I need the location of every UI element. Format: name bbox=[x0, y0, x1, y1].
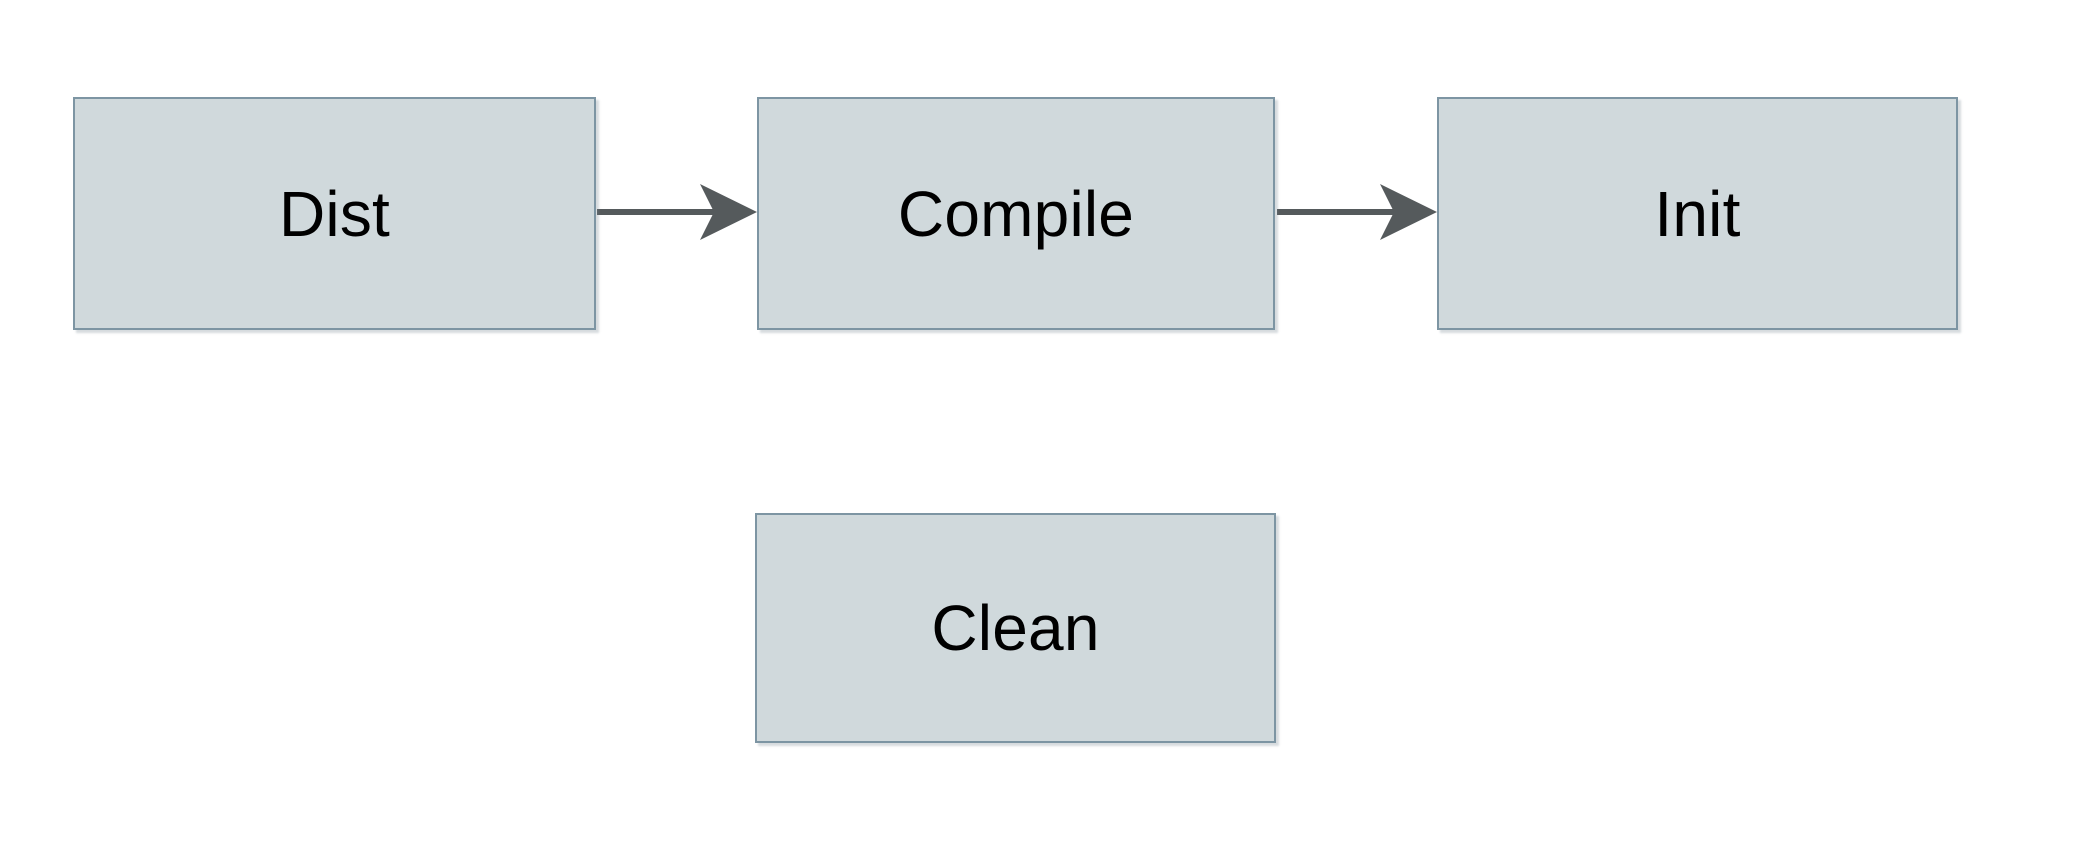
node-compile[interactable]: Compile bbox=[757, 97, 1275, 330]
node-dist-label: Dist bbox=[278, 177, 391, 250]
edge-dist-to-compile-hitbox[interactable] bbox=[597, 195, 757, 229]
node-dist[interactable]: Dist bbox=[73, 97, 596, 330]
node-clean[interactable]: Clean bbox=[755, 513, 1276, 743]
node-init-label: Init bbox=[1654, 177, 1741, 250]
edge-compile-to-init-hitbox[interactable] bbox=[1277, 195, 1437, 229]
node-compile-label: Compile bbox=[897, 177, 1135, 250]
node-clean-label: Clean bbox=[931, 592, 1100, 664]
node-init[interactable]: Init bbox=[1437, 97, 1958, 330]
